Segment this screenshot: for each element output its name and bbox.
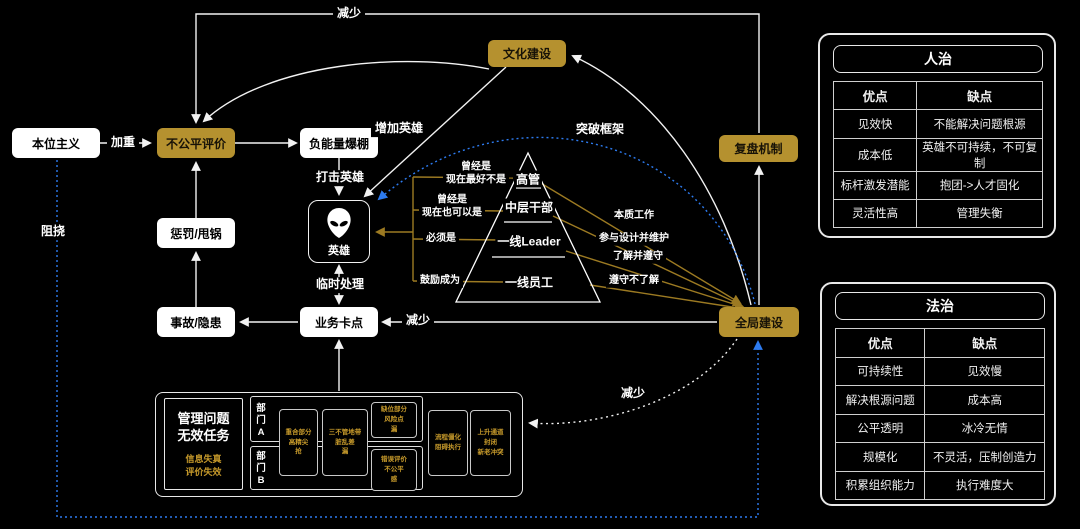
node-punish-blame: 惩罚/甩锅 — [157, 218, 235, 248]
issue-box-wrong-evaluation: 错误评价 不公平 感 — [371, 449, 417, 491]
issue-box-no-mans-land: 三不管地带 脏乱差 漏 — [322, 409, 368, 476]
edge-label-attack-hero: 打击英雄 — [311, 170, 369, 186]
node-negative-energy: 负能量爆棚 — [300, 128, 378, 158]
table-row: 公平透明 冰冷无情 — [836, 413, 1044, 442]
node-accident-hazard: 事故/隐患 — [157, 307, 235, 337]
table-row: 成本低 英雄不可持续，不可复制 — [834, 137, 1042, 171]
issue-box-overlap: 重合部分 高精尖 抢 — [279, 409, 318, 476]
fazhi-title: 法治 — [835, 292, 1045, 320]
department-a-label: 部门A — [256, 403, 266, 438]
issue-box-closed-promotion: 上升通道 封闭 新老冲突 — [470, 410, 511, 476]
table-row: 解决根源问题 成本高 — [836, 385, 1044, 414]
edge-label-increase-hero: 增加英雄 — [370, 121, 428, 137]
hero-label: 英雄 — [328, 244, 350, 257]
table-row: 可持续性 见效慢 — [836, 356, 1044, 385]
table-header-row: 优点 缺点 — [836, 329, 1044, 357]
pyramid-right-label-comply-unknown: 遵守不了解 — [606, 274, 662, 288]
edge-label-obstruct: 阻挠 — [36, 224, 70, 240]
pyramid-level-frontline-staff: 一线员工 — [502, 273, 556, 291]
table-row: 积累组织能力 执行难度大 — [836, 470, 1044, 499]
table-row: 规模化 不灵活，压制创造力 — [836, 442, 1044, 471]
node-hero: 英雄 — [308, 200, 370, 263]
renzhi-panel: 人治 优点 缺点 见效快 不能解决问题根源 成本低 英雄不可持续，不可复制 标杆… — [818, 33, 1056, 238]
department-b-label: 部门B — [256, 451, 266, 486]
pyramid-right-label-design-maintain: 参与设计并维护 — [596, 232, 672, 246]
node-business-blocker: 业务卡点 — [300, 307, 378, 337]
node-benwei-zhuyi: 本位主义 — [12, 128, 100, 158]
node-review-mechanism: 复盘机制 — [719, 135, 798, 162]
panel-title-line: 管理问题 无效任务 — [177, 410, 230, 444]
issue-box-gap-risk: 缺位部分 风险点 漏 — [371, 402, 417, 438]
renzhi-table: 优点 缺点 见效快 不能解决问题根源 成本低 英雄不可持续，不可复制 标杆激发潜… — [833, 81, 1043, 228]
edge-label-aggravate: 加重 — [106, 135, 140, 151]
edge-label-break-framework: 突破框架 — [571, 122, 629, 138]
fazhi-panel: 法治 优点 缺点 可持续性 见效慢 解决根源问题 成本高 公平透明 冰冷无情 规… — [820, 282, 1056, 506]
table-row: 灵活性高 管理失衡 — [834, 198, 1042, 227]
issue-box-rigid-process: 流程僵化 阻碍执行 — [428, 410, 468, 476]
edge-label-reduce-top: 减少 — [332, 6, 366, 22]
edge-label-temporary-handling: 临时处理 — [311, 277, 369, 293]
pyramid-level-middle-managers: 中层干部 — [502, 198, 556, 216]
node-unfair-evaluation: 不公平评价 — [157, 128, 235, 158]
pyramid-right-label-know-comply: 了解并遵守 — [610, 250, 666, 264]
fazhi-table: 优点 缺点 可持续性 见效慢 解决根源问题 成本高 公平透明 冰冷无情 规模化 … — [835, 328, 1045, 500]
pyramid-left-label-middle: 曾经是 现在也可以是 — [419, 194, 485, 220]
pyramid-level-frontline-leader: 一线Leader — [495, 232, 563, 250]
node-culture-building: 文化建设 — [488, 40, 566, 67]
table-header-row: 优点 缺点 — [834, 82, 1042, 110]
edge-label-reduce-dotted: 减少 — [616, 386, 650, 402]
renzhi-title: 人治 — [833, 45, 1043, 73]
panel-subtitle-line: 信息失真 评价失效 — [185, 453, 222, 477]
pyramid-left-label-staff: 鼓励成为 — [417, 274, 463, 288]
edge-label-reduce-mid: 减少 — [401, 313, 435, 329]
pyramid-right-label-essential-work: 本质工作 — [611, 209, 657, 223]
pyramid-left-label-executives: 曾经是 现在最好不是 — [443, 161, 509, 187]
pyramid-left-label-leader: 必须是 — [423, 232, 459, 246]
table-row: 标杆激发潜能 抱团->人才固化 — [834, 170, 1042, 199]
alien-head-icon — [322, 206, 356, 240]
table-row: 见效快 不能解决问题根源 — [834, 109, 1042, 138]
management-problems-title-box: 管理问题 无效任务 信息失真 评价失效 — [164, 398, 243, 490]
pyramid-outline — [454, 151, 602, 303]
pyramid-level-executives: 高管 — [513, 170, 543, 188]
node-global-building: 全局建设 — [719, 307, 799, 337]
